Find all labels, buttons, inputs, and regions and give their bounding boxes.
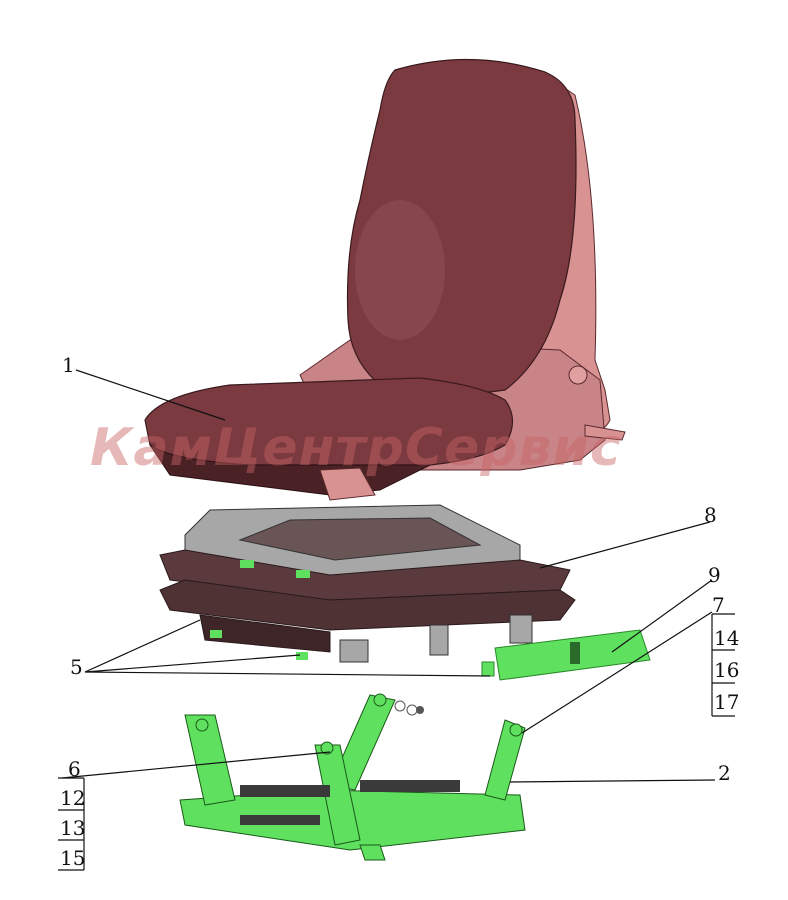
frame-foot-3 <box>509 614 533 644</box>
upper-frame-bellows <box>159 504 576 663</box>
callout-14: 14 <box>714 626 739 650</box>
leader-5c <box>84 671 491 677</box>
pivot-bolt-2 <box>373 693 387 707</box>
leader-5a <box>84 619 201 673</box>
watermark: КамЦентрСервис <box>90 418 622 478</box>
seat-assembly <box>144 58 626 501</box>
bellows-fold-2 <box>159 579 576 631</box>
callout-7: 7 <box>712 593 725 617</box>
pivot-bolt-1 <box>195 718 209 732</box>
frame-foot-1 <box>339 639 369 663</box>
fastener-5c <box>210 630 222 638</box>
callout-2: 2 <box>718 761 731 785</box>
frame-foot-2 <box>429 624 449 656</box>
cover-plate-clip <box>481 661 495 677</box>
callout-13: 13 <box>60 816 85 840</box>
nut-1 <box>416 706 424 714</box>
scissor-arm-left <box>184 714 236 806</box>
seat-front-bracket <box>319 467 376 501</box>
callout-12: 12 <box>60 786 85 810</box>
leader-lines <box>58 369 735 871</box>
leader-2 <box>509 779 716 783</box>
pivot-bolt-3 <box>509 723 523 737</box>
handle-bracket <box>359 844 386 861</box>
washer-1 <box>394 700 406 712</box>
leader-9 <box>611 579 713 653</box>
leader-8 <box>539 521 711 569</box>
fastener-5a <box>240 560 254 568</box>
callout-1: 1 <box>62 353 75 377</box>
callout-16: 16 <box>714 658 739 682</box>
suspension-mechanism <box>179 693 526 861</box>
callout-17: 17 <box>714 690 739 714</box>
roller-3 <box>240 815 320 825</box>
leader-7 <box>521 611 713 734</box>
adjust-lever <box>584 424 626 441</box>
cover-plate-slot <box>570 642 580 664</box>
scissor-arm-center <box>329 694 396 791</box>
washer-2 <box>406 704 418 716</box>
bellows-bottom <box>199 614 331 653</box>
roller-1 <box>240 785 330 797</box>
backrest-bolster <box>355 200 445 340</box>
pivot-bolt-4 <box>320 741 334 755</box>
callout-15: 15 <box>60 846 85 870</box>
roller-2 <box>360 780 460 792</box>
callout-8: 8 <box>704 503 717 527</box>
fastener-5d <box>296 652 308 660</box>
callout-5: 5 <box>70 655 83 679</box>
frame-opening <box>238 517 482 561</box>
hinge-bolt <box>568 365 588 385</box>
fastener-5b <box>296 570 310 578</box>
callout-9: 9 <box>708 563 721 587</box>
leader-5b <box>84 654 301 673</box>
leader-6 <box>61 751 331 779</box>
callout-6: 6 <box>68 757 81 781</box>
leader-1 <box>75 369 226 421</box>
